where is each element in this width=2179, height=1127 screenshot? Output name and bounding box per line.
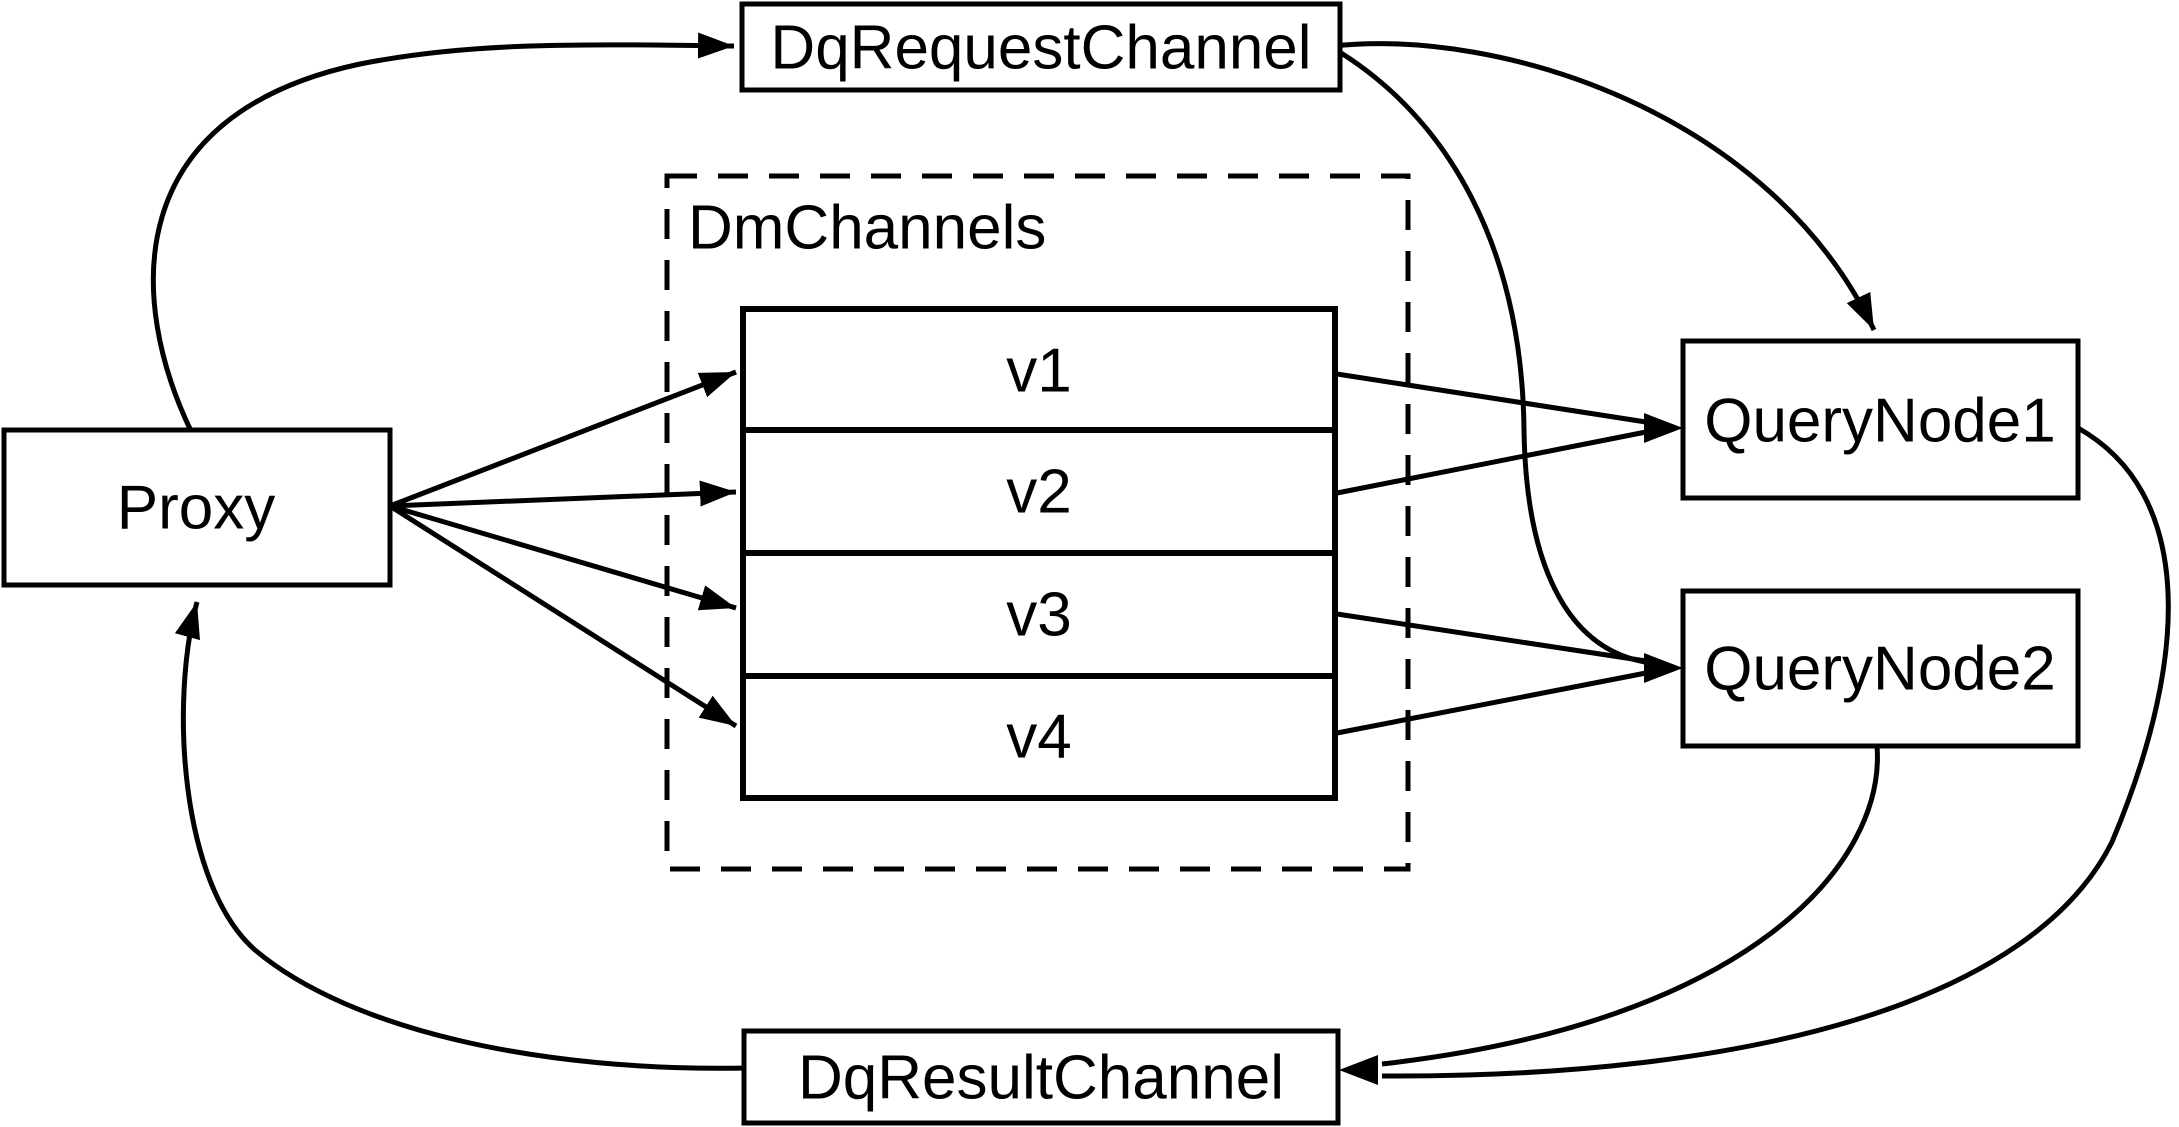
channel-v2-label: v2: [1006, 458, 1071, 527]
result-channel-node-box: [741, 1028, 1341, 1126]
arrowhead-into-result-channel: [1339, 1055, 1378, 1085]
edge-v2-to-querynode1: [1336, 429, 1647, 496]
edge-querynode1-to-result-channel: [1381, 425, 2171, 1079]
dm-channels-group-box: [664, 173, 1411, 872]
querynode1-node-box: [1680, 338, 2081, 501]
proxy-node-box: [1, 427, 393, 588]
edge-proxy-to-v2: [389, 480, 737, 509]
result-channel-label: DqResultChannel: [798, 1044, 1284, 1113]
request-channel-label: DqRequestChannel: [770, 14, 1311, 83]
dm-channels-label: DmChannels: [688, 194, 1046, 263]
arrowhead-into-querynode2: [1644, 653, 1683, 683]
edge-v3-to-querynode2: [1336, 611, 1647, 664]
edge-proxy-to-request-channel: [150, 32, 735, 433]
edges: [150, 32, 2171, 1085]
channel-v1-label: v1: [1006, 337, 1071, 406]
request-channel-node-box: [739, 1, 1343, 93]
edge-proxy-to-v1: [389, 369, 737, 509]
edge-proxy-to-v4: [388, 503, 738, 729]
channel-v3-label: v3: [1006, 581, 1071, 650]
querynode2-label: QueryNode2: [1704, 635, 2056, 704]
edge-v4-to-querynode2: [1336, 670, 1647, 736]
edge-result-channel-to-proxy: [174, 601, 748, 1071]
edge-request-channel-to-querynode2: [1331, 45, 1646, 665]
nodes: [1, 1, 2081, 1126]
proxy-label: Proxy: [117, 474, 275, 543]
querynode2-node-box: [1680, 588, 2081, 749]
querynode1-label: QueryNode1: [1704, 387, 2056, 456]
labels: Proxy DqRequestChannel DmChannels v1 v2 …: [117, 14, 2056, 1113]
edge-v1-to-querynode1: [1336, 371, 1647, 425]
edge-querynode2-to-result-channel: [1381, 745, 1880, 1067]
channel-v4-label: v4: [1006, 703, 1071, 772]
edge-proxy-to-v3: [389, 503, 737, 611]
edge-request-channel-to-querynode1: [1332, 41, 1877, 332]
arrowhead-into-querynode1: [1644, 413, 1683, 443]
